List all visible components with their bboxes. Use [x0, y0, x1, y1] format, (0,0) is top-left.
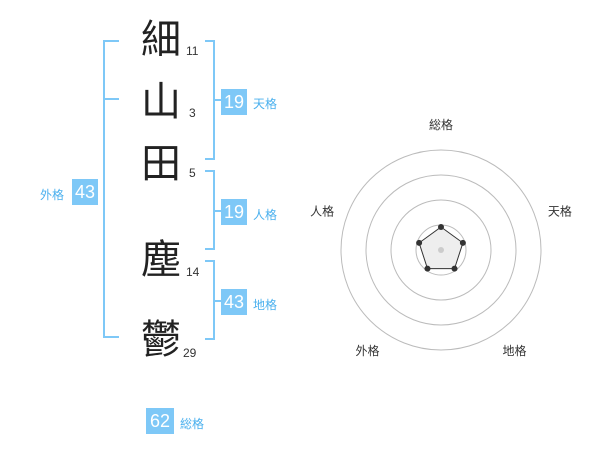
gaikaku-bracket [103, 40, 119, 338]
radar-point [416, 239, 423, 246]
bracket-tick [215, 99, 221, 101]
stroke-count-3: 5 [189, 166, 196, 180]
gaikaku-value: 43 [72, 179, 98, 205]
radar-ring [390, 199, 492, 301]
radar-point [459, 239, 466, 246]
radar-point [438, 224, 444, 230]
stroke-count-2: 3 [189, 106, 196, 120]
radar-center [438, 247, 444, 253]
radar-axis-label: 地格 [502, 343, 526, 358]
tenkaku-bracket [205, 40, 215, 160]
stroke-count-1: 11 [186, 44, 199, 58]
bracket-tick [215, 300, 221, 302]
radar-ring [340, 149, 542, 351]
bracket-tick [103, 98, 119, 100]
jinkaku-value: 19 [221, 199, 247, 225]
bracket-tick [215, 210, 221, 212]
kanji-4: 塵 [141, 237, 181, 283]
stroke-count-4: 14 [186, 265, 200, 279]
kanji-3: 田 [141, 141, 181, 187]
radar-axis-label: 外格 [356, 343, 380, 358]
chikaku-value: 43 [221, 289, 247, 315]
gaikaku-label: 外格 [40, 188, 65, 202]
stroke-count-5: 29 [183, 346, 197, 360]
kanji-1: 細 [141, 17, 181, 63]
tenkaku-label: 天格 [253, 97, 278, 111]
soukaku-value: 62 [146, 408, 174, 434]
chikaku-label: 地格 [253, 298, 278, 312]
soukaku-label: 総格 [180, 417, 205, 431]
tenkaku-value: 19 [221, 89, 247, 115]
radar-axis-label: 天格 [548, 203, 572, 218]
radar-ring [365, 174, 517, 326]
radar-axis-label: 人格 [310, 203, 334, 218]
radar-point [451, 265, 458, 272]
radar-axis-label: 総格 [429, 117, 453, 132]
jinkaku-label: 人格 [253, 208, 278, 222]
kanji-2: 山 [141, 79, 181, 125]
radar-point [424, 265, 431, 272]
jinkaku-bracket [205, 170, 215, 250]
kanji-5: 鬱 [141, 317, 181, 363]
chikaku-bracket [205, 260, 215, 340]
